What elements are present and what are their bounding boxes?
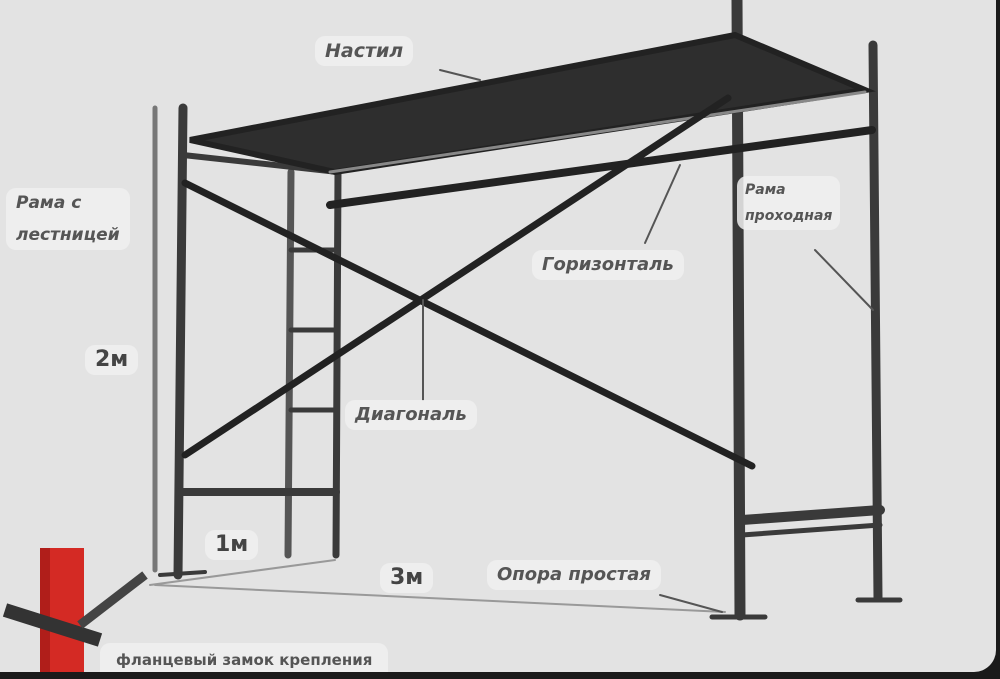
- pass-frame-bar-2: [739, 522, 883, 538]
- label-pass-frame: Рама проходная: [737, 176, 841, 230]
- horizontal-bar: [326, 126, 876, 209]
- label-length: 3м: [380, 563, 434, 593]
- label-ladder-frame-line2: лестницей: [16, 225, 120, 245]
- label-horizontal: Горизонталь: [532, 250, 684, 280]
- left-post-front: [173, 103, 188, 580]
- diagonal-2: [181, 94, 732, 459]
- label-flange-lock: фланцевый замок крепления: [100, 643, 389, 672]
- label-deck: Настил: [315, 36, 414, 66]
- diagonal-1: [181, 179, 756, 470]
- label-diagonal: Диагональ: [345, 400, 477, 430]
- ladder-post-2: [332, 168, 342, 559]
- label-width: 1м: [205, 530, 259, 560]
- ladder-post-1: [284, 168, 295, 559]
- flange-clamp: [2, 603, 103, 647]
- deck: [189, 31, 876, 176]
- label-pass-frame-line2: проходная: [745, 208, 833, 224]
- label-ladder-frame: Рама с лестницей: [6, 188, 130, 250]
- label-height: 2м: [85, 345, 139, 375]
- label-pass-frame-line1: Рама: [745, 182, 786, 198]
- pass-frame-bar: [737, 505, 885, 525]
- label-ladder-frame-line1: Рама с: [16, 193, 82, 213]
- label-base: Опора простая: [487, 560, 661, 590]
